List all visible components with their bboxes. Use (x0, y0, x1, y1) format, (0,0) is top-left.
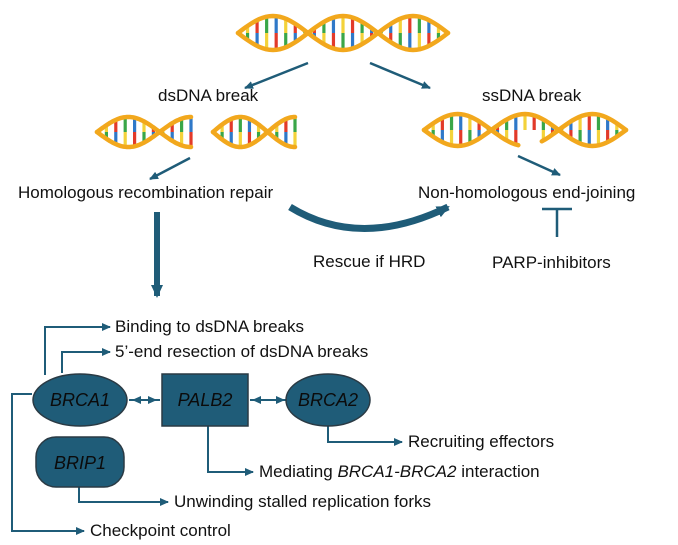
arrow-to-dsdna-break (244, 61, 309, 90)
mediating-suffix: interaction (456, 462, 540, 481)
gene-connectors (11, 323, 403, 535)
connector-arrows-upper (149, 61, 561, 298)
brca2-to-recruiting (327, 425, 403, 446)
palb2-node: PALB2 (161, 373, 249, 427)
brca1-node: BRCA1 (32, 373, 128, 427)
dna-backbone-strand (94, 114, 194, 150)
parp-inhibitors-label: PARP-inhibitors (492, 253, 611, 272)
brca1-to-resection (61, 348, 111, 373)
mediating-prefix: Mediating (259, 462, 338, 481)
broken-dna-helix-icon (94, 114, 194, 150)
palb2-to-mediating (207, 426, 254, 476)
nhej-label: Non-homologous end-joining (418, 183, 636, 202)
broken-dna-helix-icon (210, 114, 298, 150)
dna-backbone-strand (235, 13, 451, 53)
dna-backbone-strand (210, 114, 298, 150)
brca1-label: BRCA1 (50, 390, 110, 410)
dna-backbone-strand (421, 111, 629, 148)
rescue-hrd-label: Rescue if HRD (313, 252, 426, 271)
unwinding-function-label: Unwinding stalled replication forks (174, 492, 432, 511)
arrow-to-nhej (517, 154, 561, 177)
rescue-curved-arrow (288, 203, 450, 232)
mediating-genes: BRCA1-BRCA2 (337, 462, 457, 481)
checkpoint-function-label: Checkpoint control (90, 521, 231, 540)
brca1-to-checkpoint (11, 393, 85, 535)
dna-backbone-strand (94, 114, 194, 150)
recruiting-function-label: Recruiting effectors (408, 432, 555, 451)
dna-backbone-strand (235, 13, 451, 53)
brip1-to-unwinding (78, 487, 169, 506)
mediating-function-label: Mediating BRCA1-BRCA2 interaction (259, 462, 540, 482)
dna-double-helix-icon (235, 13, 451, 53)
brip1-label: BRIP1 (54, 453, 106, 473)
brca2-label: BRCA2 (298, 390, 358, 410)
palb2-label: PALB2 (178, 390, 233, 410)
arrow-to-ssdna-break (369, 61, 431, 90)
brip1-node: BRIP1 (35, 436, 125, 488)
inhibition-symbol (542, 207, 572, 237)
binding-function-label: Binding to dsDNA breaks (115, 317, 304, 336)
dna-backbone-strand (421, 111, 629, 149)
resection-function-label: 5’-end resection of dsDNA breaks (115, 342, 369, 361)
dsdna-break-label: dsDNA break (158, 86, 259, 105)
arrow-to-homologous-repair (149, 156, 191, 181)
dna-backbone-strand (210, 114, 298, 150)
brca1-to-binding (44, 323, 111, 375)
ssdna-break-label: ssDNA break (482, 86, 582, 105)
brca2-node: BRCA2 (285, 373, 371, 427)
homologous-repair-label: Homologous recombination repair (18, 183, 274, 202)
nicked-dna-helix-icon (421, 111, 629, 149)
